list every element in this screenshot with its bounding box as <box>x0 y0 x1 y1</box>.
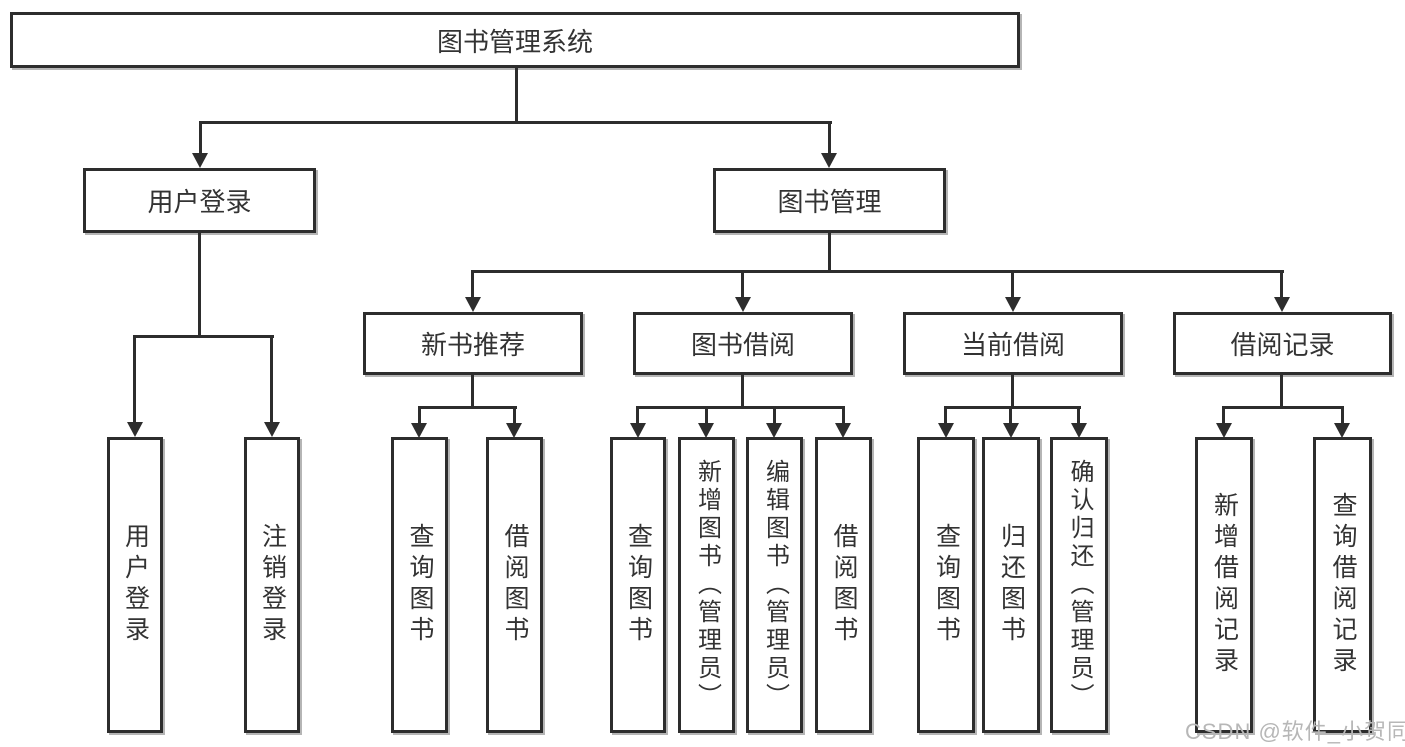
connector-line <box>636 406 845 409</box>
connector-arrow-down <box>127 422 143 437</box>
connector-line <box>513 406 516 424</box>
connector-arrow-down <box>506 423 522 438</box>
connector-line <box>515 68 518 123</box>
connector-line <box>741 270 744 299</box>
connector-line <box>944 406 1081 409</box>
connector-line <box>1011 375 1014 408</box>
connector-arrow-down <box>938 423 954 438</box>
connector-line <box>741 375 744 408</box>
csdn-watermark: CSDN @软件_小贺同学 <box>1185 719 1405 744</box>
leaf-borrow-books: 借阅图书 <box>815 437 872 733</box>
leaf-user-login: 用户登录 <box>107 437 163 733</box>
connector-line <box>418 406 517 409</box>
connector-line <box>418 406 421 424</box>
leaf-logout: 注销登录 <box>244 437 300 733</box>
leaf-query-borrow-record: 查询借阅记录 <box>1313 437 1372 733</box>
connector-arrow-down <box>766 423 782 438</box>
connector-arrow-down <box>1003 423 1019 438</box>
connector-arrow-down <box>1216 423 1232 438</box>
leaf-add-borrow-record: 新增借阅记录 <box>1195 437 1253 733</box>
connector-line <box>471 270 474 299</box>
connector-line <box>133 335 136 423</box>
connector-arrow-down <box>465 297 481 312</box>
connector-line <box>198 233 201 337</box>
connector-arrow-down <box>821 153 837 168</box>
connector-line <box>1280 375 1283 408</box>
connector-line <box>828 233 831 273</box>
node-book-borrow: 图书借阅 <box>633 312 853 375</box>
node-borrow-records: 借阅记录 <box>1173 312 1392 375</box>
connector-line <box>944 406 947 424</box>
node-book-management: 图书管理 <box>713 168 946 233</box>
node-new-book-recommend: 新书推荐 <box>363 312 583 375</box>
leaf-current-query-books: 查询图书 <box>917 437 975 733</box>
connector-arrow-down <box>735 297 751 312</box>
connector-line <box>636 406 639 424</box>
leaf-return-books: 归还图书 <box>982 437 1040 733</box>
leaf-borrow-query-books: 查询图书 <box>610 437 666 733</box>
connector-line <box>705 406 708 424</box>
connector-line <box>471 375 474 408</box>
connector-arrow-down <box>1274 297 1290 312</box>
connector-line <box>1077 406 1080 424</box>
leaf-recommend-borrow-books: 借阅图书 <box>486 437 543 733</box>
connector-line <box>842 406 845 424</box>
connector-line <box>1222 406 1344 409</box>
connector-line <box>199 121 202 155</box>
connector-arrow-down <box>1334 423 1350 438</box>
leaf-recommend-query-books: 查询图书 <box>391 437 448 733</box>
leaf-edit-books-admin: 编辑图书（管理员） <box>746 437 803 733</box>
leaf-add-books-admin: 新增图书（管理员） <box>678 437 735 733</box>
connector-line <box>1222 406 1225 424</box>
connector-line <box>471 270 1284 273</box>
node-library-system: 图书管理系统 <box>10 12 1020 68</box>
node-current-borrow: 当前借阅 <box>903 312 1123 375</box>
connector-line <box>1341 406 1344 424</box>
connector-arrow-down <box>1071 423 1087 438</box>
connector-line <box>1280 270 1283 299</box>
connector-line <box>1011 270 1014 299</box>
connector-arrow-down <box>698 423 714 438</box>
connector-line <box>1009 406 1012 424</box>
connector-line <box>133 335 274 338</box>
connector-arrow-down <box>264 422 280 437</box>
connector-arrow-down <box>192 153 208 168</box>
connector-line <box>199 121 832 124</box>
connector-arrow-down <box>630 423 646 438</box>
leaf-confirm-return-admin: 确认归还（管理员） <box>1050 437 1108 733</box>
connector-line <box>773 406 776 424</box>
connector-line <box>270 335 273 423</box>
connector-line <box>828 121 831 155</box>
connector-arrow-down <box>835 423 851 438</box>
node-user-login: 用户登录 <box>83 168 316 233</box>
connector-arrow-down <box>411 423 427 438</box>
connector-arrow-down <box>1005 297 1021 312</box>
